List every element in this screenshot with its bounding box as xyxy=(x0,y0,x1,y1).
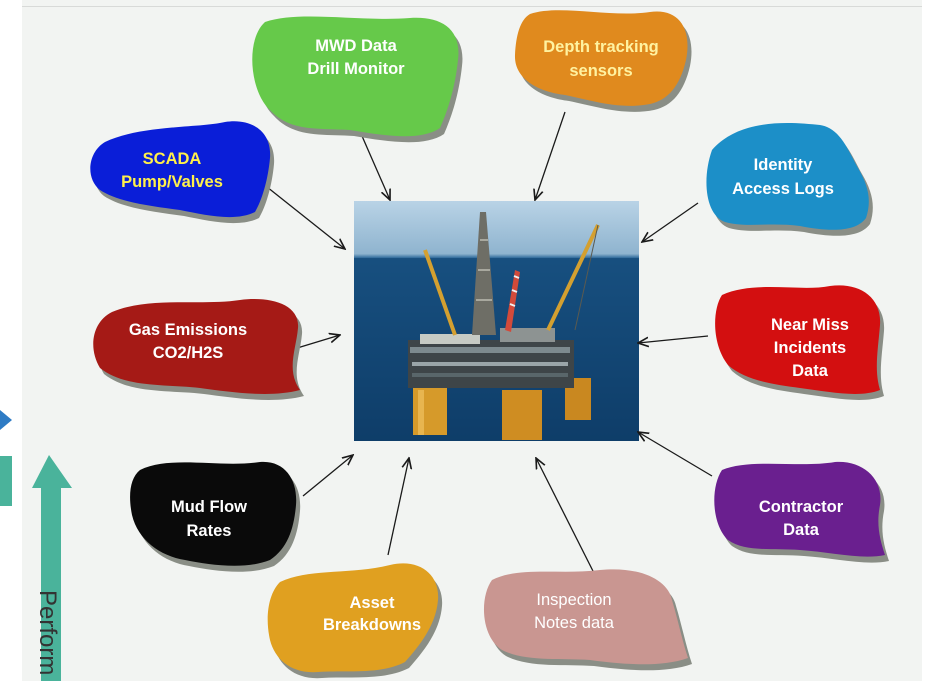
node-mwd-shape xyxy=(252,16,459,137)
node-scada-line-1: SCADA xyxy=(143,150,202,168)
node-inspection-line-2: Notes data xyxy=(534,614,615,632)
node-scada-shape xyxy=(90,121,271,218)
node-mud-line-1: Mud Flow xyxy=(171,498,247,516)
side-decoration: Perform xyxy=(0,410,72,681)
node-asset-line-1: Asset xyxy=(350,594,395,612)
arrow-contractor xyxy=(638,432,713,477)
node-depth-shape xyxy=(514,10,688,106)
node-mwd-line-1: MWD Data xyxy=(315,37,397,55)
connector-arrows xyxy=(261,111,713,582)
node-nearmiss-line-1: Near Miss xyxy=(771,316,849,334)
node-identity-line-1: Identity xyxy=(754,156,813,174)
node-scada: SCADA Pump/Valves xyxy=(90,121,275,224)
node-identity-shape xyxy=(706,123,869,230)
node-nearmiss-line-2: Incidents xyxy=(774,339,846,357)
node-contractor-line-2: Data xyxy=(783,521,820,539)
node-inspection-line-1: Inspection xyxy=(536,591,611,609)
center-platform-image xyxy=(354,201,639,441)
arrow-mud xyxy=(302,455,353,497)
node-asset-shape xyxy=(267,563,439,673)
arrow-asset xyxy=(387,458,409,556)
node-mud-shape xyxy=(130,461,297,566)
arrow-scada xyxy=(261,182,345,249)
node-depth: Depth tracking sensors xyxy=(514,10,692,112)
node-gas-shape xyxy=(93,299,300,394)
blue-chevron-fragment xyxy=(0,410,12,430)
arrow-inspection xyxy=(536,458,599,582)
node-gas-line-2: CO2/H2S xyxy=(153,344,224,362)
node-nearmiss-line-3: Data xyxy=(792,362,829,380)
node-contractor-line-1: Contractor xyxy=(759,498,844,516)
teal-bar-fragment xyxy=(0,456,12,506)
node-depth-line-2: sensors xyxy=(569,62,632,80)
node-asset-line-2: Breakdowns xyxy=(323,616,421,634)
arrow-nearmiss xyxy=(638,335,709,343)
node-mud-line-2: Rates xyxy=(187,522,232,540)
node-mwd-line-2: Drill Monitor xyxy=(307,60,405,78)
arrow-depth xyxy=(535,111,566,200)
performance-up-arrow xyxy=(32,455,72,681)
performance-label: Perform xyxy=(34,590,61,675)
node-depth-line-1: Depth tracking xyxy=(543,38,659,56)
node-gas-line-1: Gas Emissions xyxy=(129,321,247,339)
node-scada-line-2: Pump/Valves xyxy=(121,173,223,191)
node-inspection-shape xyxy=(483,569,688,665)
node-contractor-shape xyxy=(714,461,885,557)
node-nearmiss-shape xyxy=(715,285,881,394)
node-identity-line-2: Access Logs xyxy=(732,180,834,198)
arrow-identity xyxy=(642,202,699,242)
top-border-line xyxy=(22,6,922,7)
